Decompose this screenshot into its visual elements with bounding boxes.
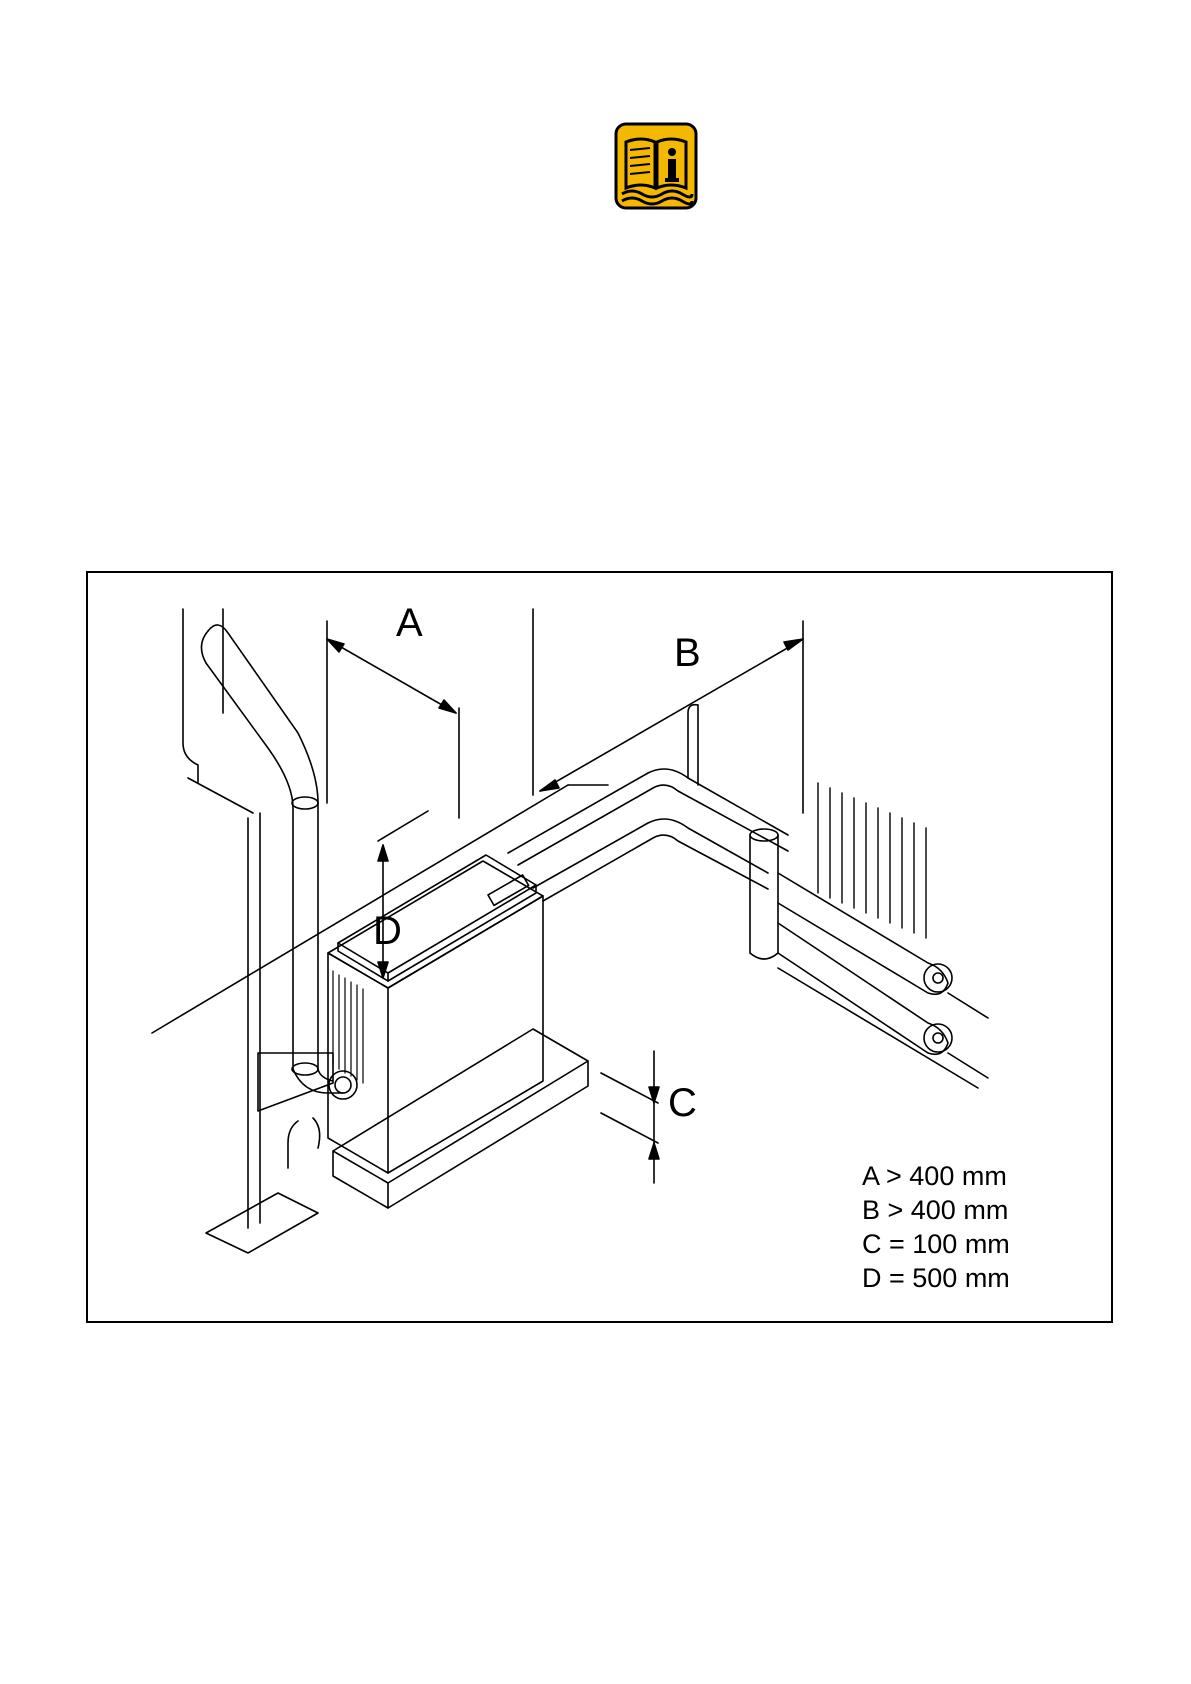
dimension-b-line — [540, 639, 803, 791]
floor-drain — [206, 1193, 318, 1253]
dimension-d-label: D — [373, 911, 402, 951]
legend-a: A > 400 mm — [862, 1159, 1010, 1193]
wall-floor-edge-left — [152, 785, 568, 1033]
dimension-a-label: A — [396, 603, 423, 643]
legend-b: B > 400 mm — [862, 1193, 1010, 1227]
boiler-side-panel — [328, 953, 388, 1173]
insulated-pipe-upper — [778, 873, 948, 994]
dimension-c-label: C — [668, 1083, 697, 1123]
installation-clearance-figure: A B C D A > 400 mm B > 400 mm C = 100 mm… — [86, 571, 1113, 1323]
boiler-vent-grille — [333, 971, 363, 1083]
boiler-front-panel — [388, 896, 543, 1173]
dimension-a-line — [327, 639, 456, 713]
legend-c: C = 100 mm — [862, 1227, 1010, 1261]
dimension-legend: A > 400 mm B > 400 mm C = 100 mm D = 500… — [862, 1159, 1010, 1295]
manifold-cap — [750, 829, 778, 841]
chimney-left — [183, 609, 198, 783]
boiler-top-cover — [338, 855, 536, 973]
read-manual-icon — [614, 122, 698, 210]
legend-d: D = 500 mm — [862, 1261, 1010, 1295]
dimension-b-label: B — [674, 633, 701, 673]
insulated-pipe-lower — [778, 923, 948, 1054]
radiator-fins — [818, 783, 926, 938]
base-plinth-top — [333, 1029, 588, 1183]
